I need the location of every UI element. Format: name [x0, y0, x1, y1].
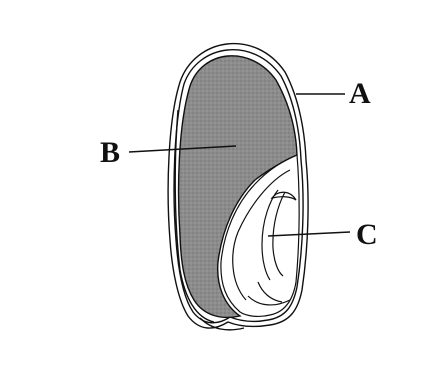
plumule-inner	[273, 192, 285, 276]
endosperm-region	[179, 56, 297, 318]
label-b: B	[100, 136, 120, 169]
radicle-line	[258, 282, 282, 302]
label-a: A	[349, 77, 371, 110]
label-c: C	[356, 218, 378, 251]
leader-line-c	[268, 232, 350, 236]
